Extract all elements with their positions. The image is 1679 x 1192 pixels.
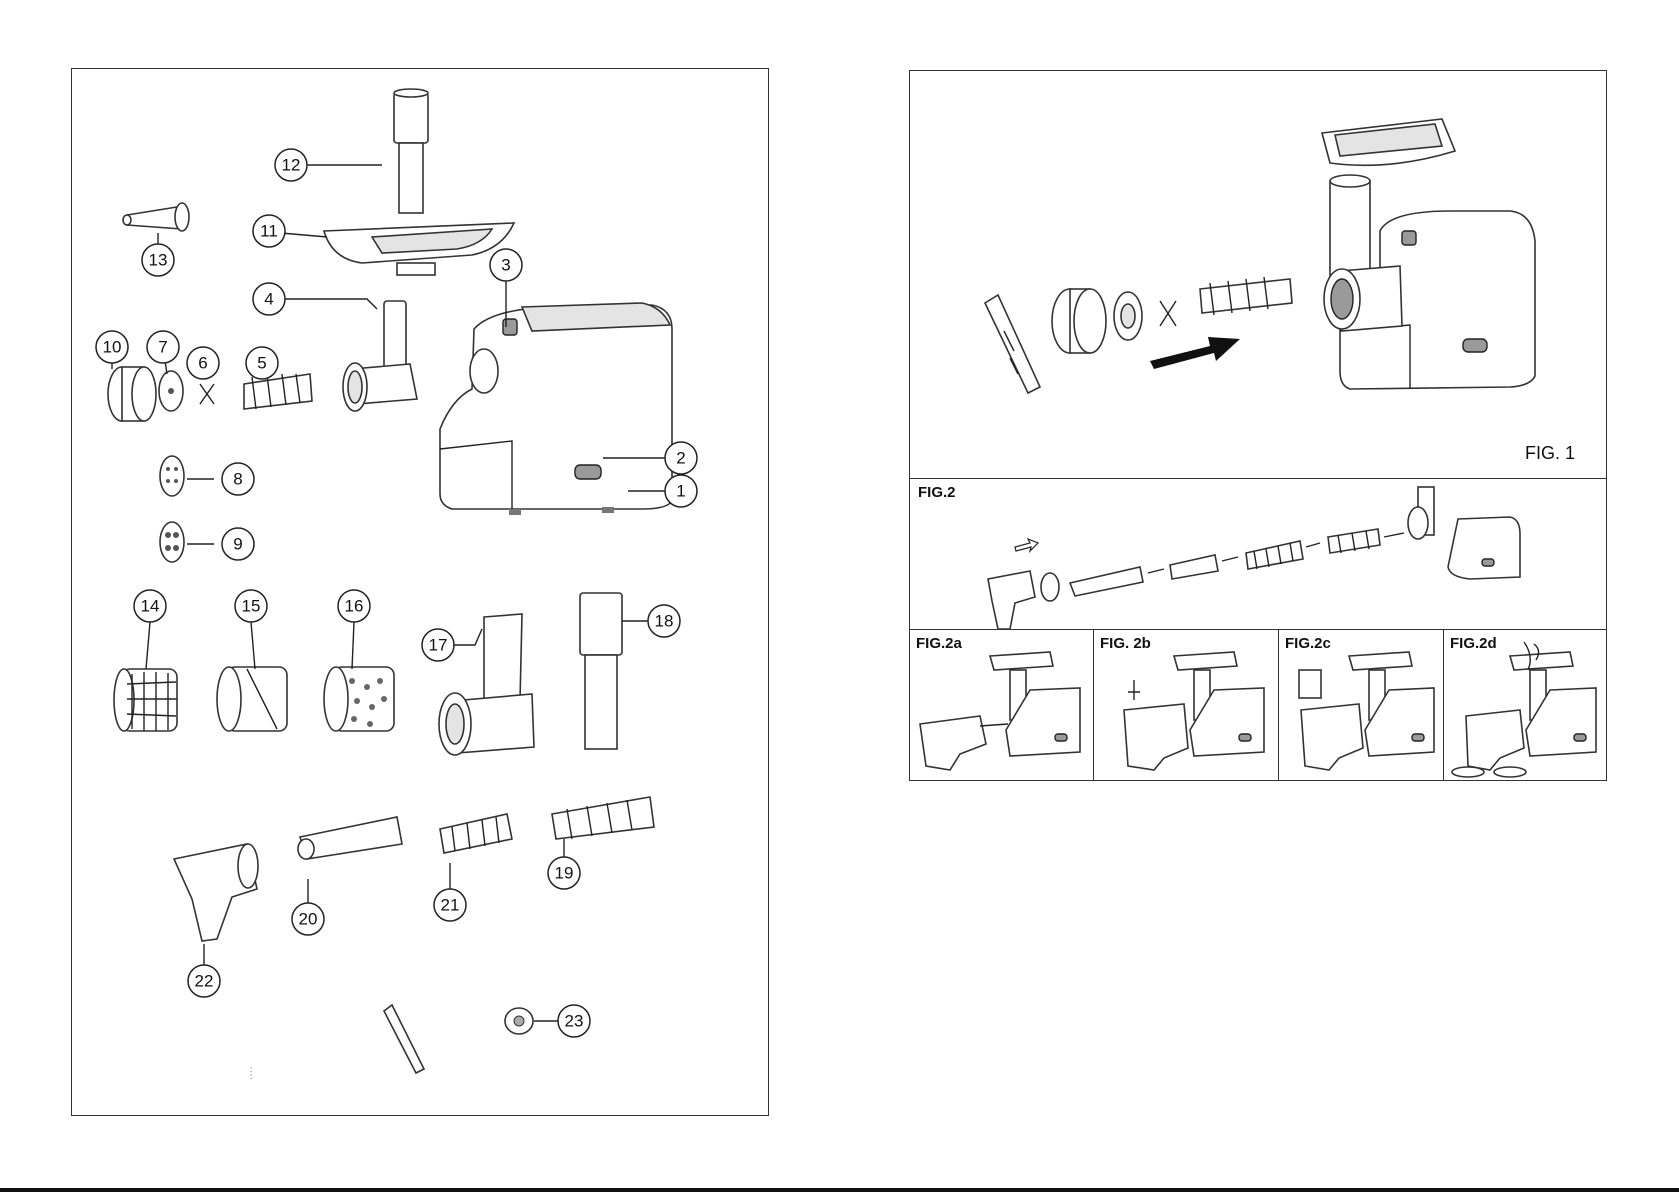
- svg-text:2: 2: [676, 449, 685, 468]
- part-number-13: 13: [142, 244, 174, 276]
- svg-text:19: 19: [555, 864, 574, 883]
- part-20-juicer-cone: [298, 817, 402, 859]
- part-8-plate: [160, 456, 184, 496]
- part-number-20: 20: [292, 903, 324, 935]
- fig2d-panel: FIG.2d: [1443, 629, 1607, 781]
- fig2-diagram: FIG.2: [910, 479, 1608, 631]
- fig2a-diagram: FIG.2a: [910, 630, 1095, 782]
- svg-text:22: 22: [195, 972, 214, 991]
- part-number-16: 16: [338, 590, 370, 622]
- svg-text:1: 1: [676, 482, 685, 501]
- fig2b-diagram: FIG. 2b: [1094, 630, 1280, 782]
- part-21-sieve: [440, 814, 512, 853]
- svg-text:15: 15: [242, 597, 261, 616]
- part-6-blade: [200, 384, 214, 404]
- part-number-14: 14: [134, 590, 166, 622]
- part-number-9: 9: [222, 528, 254, 560]
- svg-text:18: 18: [655, 612, 674, 631]
- fig2b-panel: FIG. 2b: [1093, 629, 1279, 781]
- cleaning-tool: [384, 1005, 424, 1073]
- svg-text:4: 4: [264, 290, 273, 309]
- fig2-exploded-parts: [988, 529, 1404, 629]
- assembly-arrow: [1150, 337, 1240, 369]
- part-12-pusher: [394, 89, 428, 213]
- part-number-21: 21: [434, 889, 466, 921]
- svg-text:8: 8: [233, 470, 242, 489]
- fig1-panel: FIG. 1: [909, 70, 1607, 480]
- fig2d-label: FIG.2d: [1450, 635, 1497, 652]
- fig1-diagram: FIG. 1: [910, 71, 1608, 481]
- part-18-pusher: [580, 593, 622, 749]
- part-number-3: 3: [490, 249, 522, 281]
- part-number-12: 12: [275, 149, 307, 181]
- part-number-11: 11: [253, 215, 285, 247]
- svg-text:17: 17: [429, 636, 448, 655]
- fig2a-panel: FIG.2a: [909, 629, 1094, 781]
- fig2c-diagram: FIG.2c: [1279, 630, 1445, 782]
- part-13-nozzle: [123, 203, 189, 231]
- svg-text:10: 10: [103, 338, 122, 357]
- fig2-sub-panels: FIG.2a FIG. 2b FIG.2c: [909, 629, 1607, 781]
- svg-text:16: 16: [345, 597, 364, 616]
- fig1-label: FIG. 1: [1525, 443, 1575, 463]
- svg-text:11: 11: [260, 222, 278, 241]
- svg-text:6: 6: [198, 354, 207, 373]
- part-4-grinding-head: [343, 301, 417, 411]
- part-number-6: 6: [187, 347, 219, 379]
- fig2c-panel: FIG.2c: [1278, 629, 1444, 781]
- part-number-15: 15: [235, 590, 267, 622]
- part-number-5: 5: [246, 347, 278, 379]
- part-number-1: 1: [665, 475, 697, 507]
- page-bottom-edge: [0, 1188, 1679, 1192]
- part-number-7: 7: [147, 331, 179, 363]
- parts-diagram-panel: : : 1: [71, 68, 769, 1116]
- fig2d-diagram: FIG.2d: [1444, 630, 1608, 782]
- part-9-plate: [160, 522, 184, 562]
- svg-text:3: 3: [501, 256, 510, 275]
- part-11-tray: [324, 223, 514, 275]
- svg-text:5: 5: [257, 354, 266, 373]
- part-14-drum: [114, 669, 177, 731]
- part-number-22: 22: [188, 965, 220, 997]
- motor-unit: [1324, 175, 1535, 389]
- svg-text:21: 21: [441, 896, 460, 915]
- tray: [1322, 119, 1455, 165]
- fig2a-label: FIG.2a: [916, 635, 963, 652]
- exploded-parts: [985, 277, 1292, 393]
- part-number-4: 4: [253, 283, 285, 315]
- part-22-outlet: [174, 844, 258, 941]
- part-10-ring-nut: [108, 367, 156, 421]
- parts-diagram: : : 1: [72, 69, 770, 1117]
- svg-text:12: 12: [282, 156, 301, 175]
- part-17-slicer-head: [439, 614, 534, 755]
- svg-text::: :: [250, 1072, 252, 1081]
- fig2-panel: FIG.2: [909, 478, 1607, 630]
- fig2c-label: FIG.2c: [1285, 635, 1331, 652]
- part-7-plate: [159, 371, 183, 411]
- part-23-cap: [505, 1008, 533, 1034]
- part-number-10: 10: [96, 331, 128, 363]
- svg-text:7: 7: [158, 338, 167, 357]
- svg-text:13: 13: [149, 251, 168, 270]
- svg-text:9: 9: [233, 535, 242, 554]
- part-5-screw: [244, 374, 312, 409]
- part-number-17: 17: [422, 629, 454, 661]
- part-19-auger: [552, 797, 654, 839]
- fig2b-label: FIG. 2b: [1100, 635, 1151, 652]
- part-number-18: 18: [648, 605, 680, 637]
- fig2-label: FIG.2: [918, 484, 956, 501]
- part-number-23: 23: [558, 1005, 590, 1037]
- svg-text:14: 14: [141, 597, 160, 616]
- part-15-drum: [217, 667, 287, 731]
- fig2-motor-unit: [1408, 487, 1520, 579]
- part-16-drum: [324, 667, 394, 731]
- part-number-2: 2: [665, 442, 697, 474]
- part-1-motor-base: [440, 303, 672, 515]
- fig2-arrow: [1015, 539, 1038, 551]
- part-number-19: 19: [548, 857, 580, 889]
- svg-text:20: 20: [299, 910, 318, 929]
- svg-text:23: 23: [565, 1012, 584, 1031]
- part-number-8: 8: [222, 463, 254, 495]
